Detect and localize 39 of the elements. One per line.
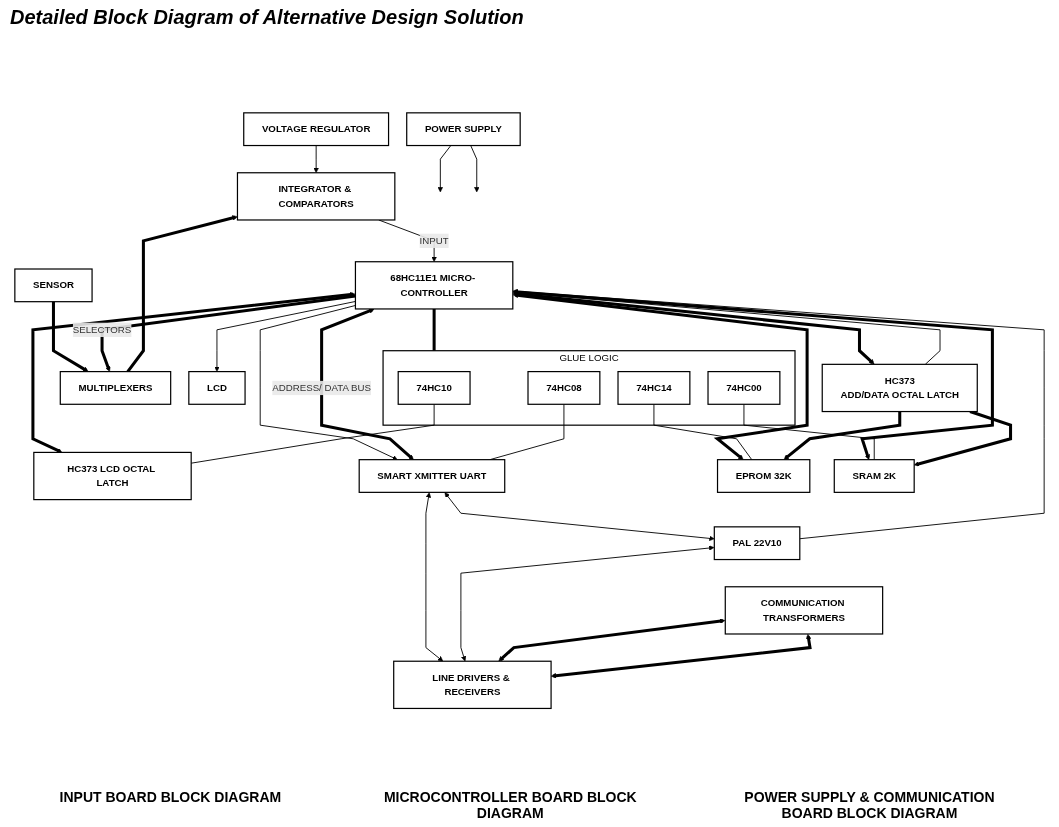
node-box: SENSOR <box>14 268 93 303</box>
node-box: COMMUNICATION TRANSFORMERS <box>724 586 884 635</box>
board-caption: POWER SUPPLY & COMMUNICATION BOARD BLOCK DIAGRAM <box>743 789 996 821</box>
node-box: VOLTAGE REGULATOR <box>243 112 390 147</box>
arrow <box>783 411 902 461</box>
arrow <box>512 293 809 461</box>
node-box: INTEGRATOR & COMPARATORS <box>236 172 396 221</box>
node-box: SRAM 2K <box>833 459 915 494</box>
connector <box>653 404 753 461</box>
arrow <box>51 302 89 373</box>
node-box: 74HC10 <box>397 371 471 406</box>
node-box: POWER SUPPLY <box>406 112 521 147</box>
board-caption: MICROCONTROLLER BOARD BLOCK DIAGRAM <box>382 789 638 821</box>
arrow <box>512 289 994 461</box>
node-box: 68HC11E1 MICRO- CONTROLLER <box>354 261 514 310</box>
edge-label: ADDRESS/ DATA BUS <box>272 382 371 394</box>
node-box: MULTIPLEXERS <box>59 371 172 406</box>
edge-label: INPUT <box>419 235 449 247</box>
node-box: EPROM 32K <box>716 459 811 494</box>
node-box: HC373 ADD/DATA OCTAL LATCH <box>821 364 978 413</box>
node-box: SMART XMITTER UART <box>358 459 506 494</box>
node-box: LINE DRIVERS & RECEIVERS <box>393 661 552 710</box>
board-caption: INPUT BOARD BLOCK DIAGRAM <box>59 789 282 807</box>
connector <box>512 292 941 366</box>
connector <box>743 404 875 461</box>
arrow <box>498 618 726 662</box>
node-box: LCD <box>188 371 246 406</box>
edge-label: SELECTORS <box>72 324 132 336</box>
node-box: 74HC14 <box>617 371 691 406</box>
node-box: PAL 22V10 <box>713 526 801 561</box>
node-box: 74HC00 <box>707 371 781 406</box>
arrow <box>320 308 414 461</box>
connector <box>489 404 565 461</box>
arrow <box>126 215 238 373</box>
diagram-title: Detailed Block Diagram of Alternative Design Solution <box>10 6 525 29</box>
connector <box>432 309 436 352</box>
node-box: HC373 LCD OCTAL LATCH <box>33 452 192 501</box>
arrow <box>512 291 875 365</box>
node-box: 74HC08 <box>527 371 601 406</box>
